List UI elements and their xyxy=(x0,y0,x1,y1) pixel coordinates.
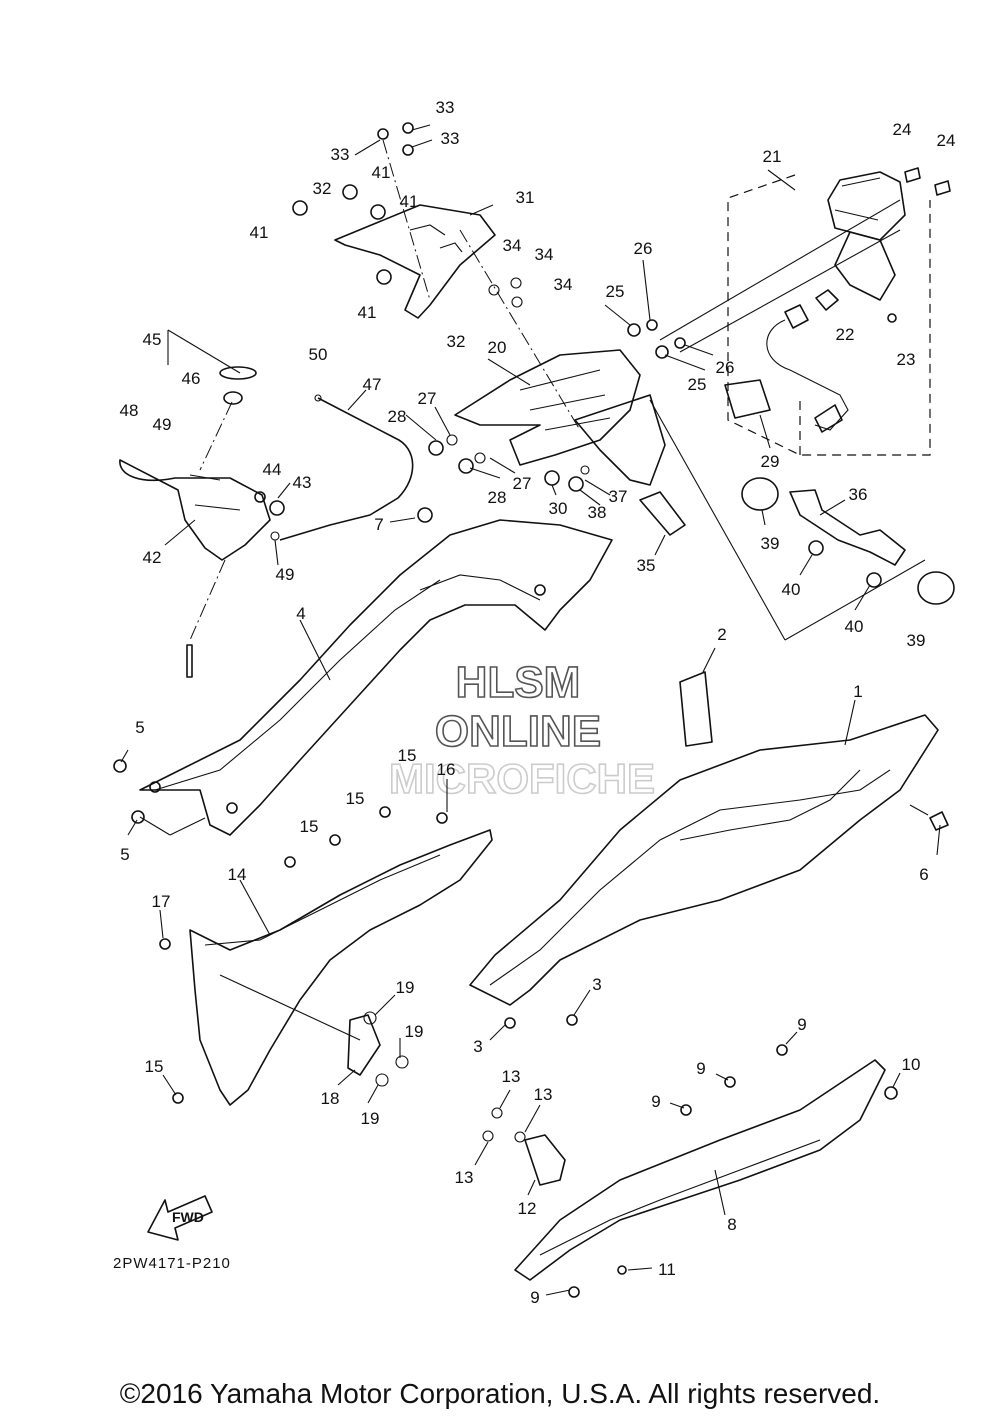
callout: 17 xyxy=(152,892,171,911)
callout: 47 xyxy=(363,375,382,394)
callout: 23 xyxy=(897,350,916,369)
callout: 26 xyxy=(634,239,653,258)
callout: 34 xyxy=(554,275,573,294)
callout: 5 xyxy=(120,845,129,864)
taillight-assembly-box xyxy=(727,167,951,456)
callout: 50 xyxy=(309,345,328,364)
callout: 28 xyxy=(388,407,407,426)
callout: 32 xyxy=(313,179,332,198)
callout: 46 xyxy=(182,369,201,388)
callout: 12 xyxy=(518,1199,537,1218)
bracket-31 xyxy=(292,122,581,431)
side-panel-1 xyxy=(469,671,949,1029)
lower-cover-14 xyxy=(159,806,493,1106)
callout: 3 xyxy=(592,975,601,994)
callout: 33 xyxy=(436,98,455,117)
callout: 24 xyxy=(937,131,956,150)
fwd-label: FWD xyxy=(172,1209,204,1225)
callout: 39 xyxy=(761,534,780,553)
callout: 7 xyxy=(374,515,383,534)
watermark-line-3: MICROFICHE xyxy=(389,755,655,802)
watermark: HLSM ONLINE MICROFICHE xyxy=(388,657,656,803)
seat-lock-42 xyxy=(119,366,414,678)
callout: 35 xyxy=(637,556,656,575)
callout: 26 xyxy=(716,358,735,377)
callout: 15 xyxy=(145,1057,164,1076)
callout: 34 xyxy=(503,236,522,255)
callout: 49 xyxy=(153,415,172,434)
side-cover-4 xyxy=(113,507,613,836)
callout: 19 xyxy=(361,1109,380,1128)
callout: 15 xyxy=(300,817,319,836)
callout: 16 xyxy=(437,760,456,779)
callout: 41 xyxy=(358,303,377,322)
callout: 13 xyxy=(502,1067,521,1086)
reflector-bracket-36 xyxy=(741,477,955,605)
callout: 2 xyxy=(717,625,726,644)
callout: 27 xyxy=(418,389,437,408)
rear-fender-20 xyxy=(428,199,926,641)
callout: 4 xyxy=(296,604,305,623)
callout: 9 xyxy=(797,1015,806,1034)
diagram-code: 2PW4171-P210 xyxy=(113,1255,231,1272)
callout: 19 xyxy=(405,1022,424,1041)
callout: 48 xyxy=(120,401,139,420)
callout: 8 xyxy=(727,1215,736,1234)
callout: 24 xyxy=(893,120,912,139)
watermark-line-2: ONLINE xyxy=(435,707,601,756)
callout: 40 xyxy=(782,580,801,599)
callout: 44 xyxy=(263,460,282,479)
callout: 39 xyxy=(907,631,926,650)
callout: 30 xyxy=(549,499,568,518)
callout: 11 xyxy=(658,1260,676,1279)
callout: 15 xyxy=(398,746,417,765)
callout: 43 xyxy=(293,473,312,492)
callout: 3 xyxy=(473,1037,482,1056)
callout: 9 xyxy=(696,1059,705,1078)
callout: 13 xyxy=(455,1168,474,1187)
callout: 33 xyxy=(441,129,460,148)
callout: 41 xyxy=(372,163,391,182)
callout: 34 xyxy=(535,245,554,264)
callout: 9 xyxy=(530,1288,539,1307)
callout: 32 xyxy=(447,332,466,351)
callout: 5 xyxy=(135,718,144,737)
callout: 33 xyxy=(331,145,350,164)
watermark-line-1: HLSM xyxy=(456,658,581,707)
callout: 10 xyxy=(902,1055,921,1074)
callout: 41 xyxy=(400,192,419,211)
fwd-arrow: FWD xyxy=(147,1195,213,1241)
copyright-notice: ©2016 Yamaha Motor Corporation, U.S.A. A… xyxy=(120,1378,880,1409)
callout: 14 xyxy=(228,865,247,884)
callout: 49 xyxy=(276,565,295,584)
lower-trim-8 xyxy=(482,1044,898,1298)
callout: 25 xyxy=(688,375,707,394)
callout: 41 xyxy=(250,223,269,242)
callout: 9 xyxy=(651,1092,660,1111)
callout: 37 xyxy=(609,487,628,506)
callout: 45 xyxy=(143,330,162,349)
callout: 38 xyxy=(588,503,607,522)
callout: 19 xyxy=(396,978,415,997)
callout: 40 xyxy=(845,617,864,636)
callout: 25 xyxy=(606,282,625,301)
callout: 42 xyxy=(143,548,162,567)
callout: 15 xyxy=(346,789,365,808)
callout: 22 xyxy=(836,325,855,344)
callout: 1 xyxy=(853,682,862,701)
callout: 28 xyxy=(488,488,507,507)
callout: 27 xyxy=(513,474,532,493)
callout: 21 xyxy=(763,147,782,166)
leader-lines xyxy=(120,124,941,1296)
callout: 6 xyxy=(919,865,928,884)
callout: 13 xyxy=(534,1085,553,1104)
callout: 18 xyxy=(321,1089,340,1108)
callout: 31 xyxy=(516,188,535,207)
callouts: 33 33 33 41 41 41 41 32 32 31 34 34 34 2… xyxy=(120,98,956,1307)
callout: 20 xyxy=(488,338,507,357)
callout: 36 xyxy=(849,485,868,504)
callout: 29 xyxy=(761,452,780,471)
